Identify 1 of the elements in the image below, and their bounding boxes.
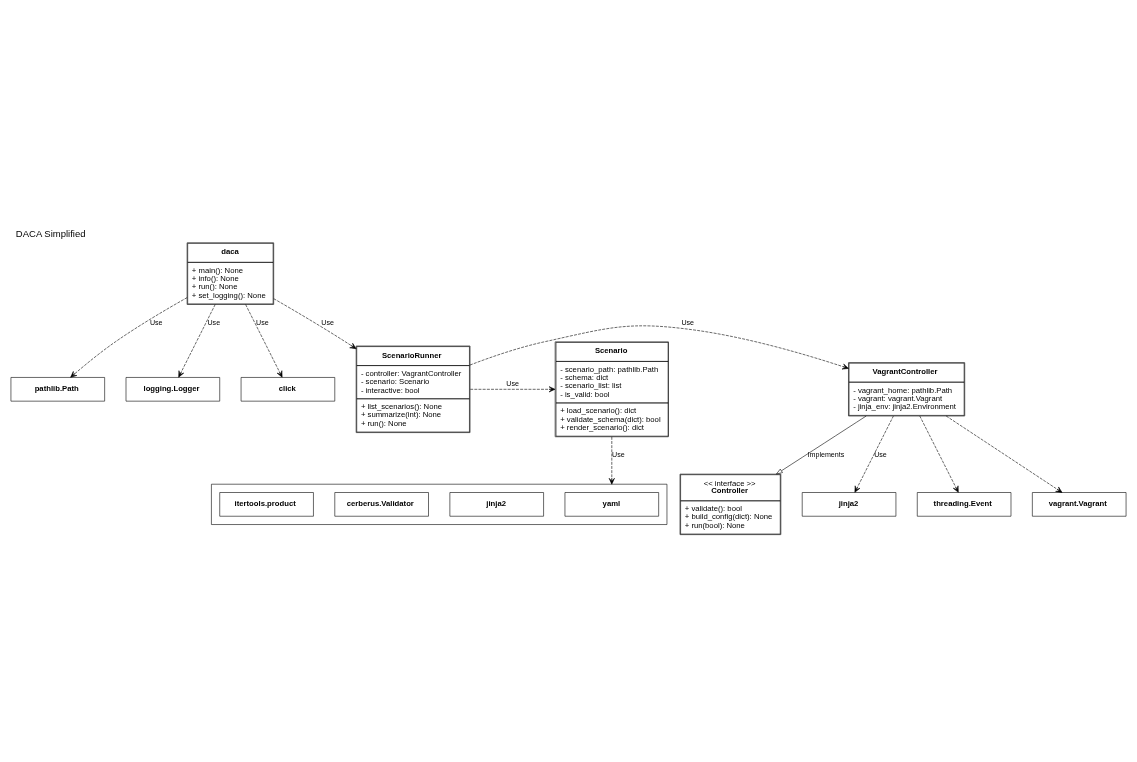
diagram-title: DACA Simplified [15,228,86,240]
